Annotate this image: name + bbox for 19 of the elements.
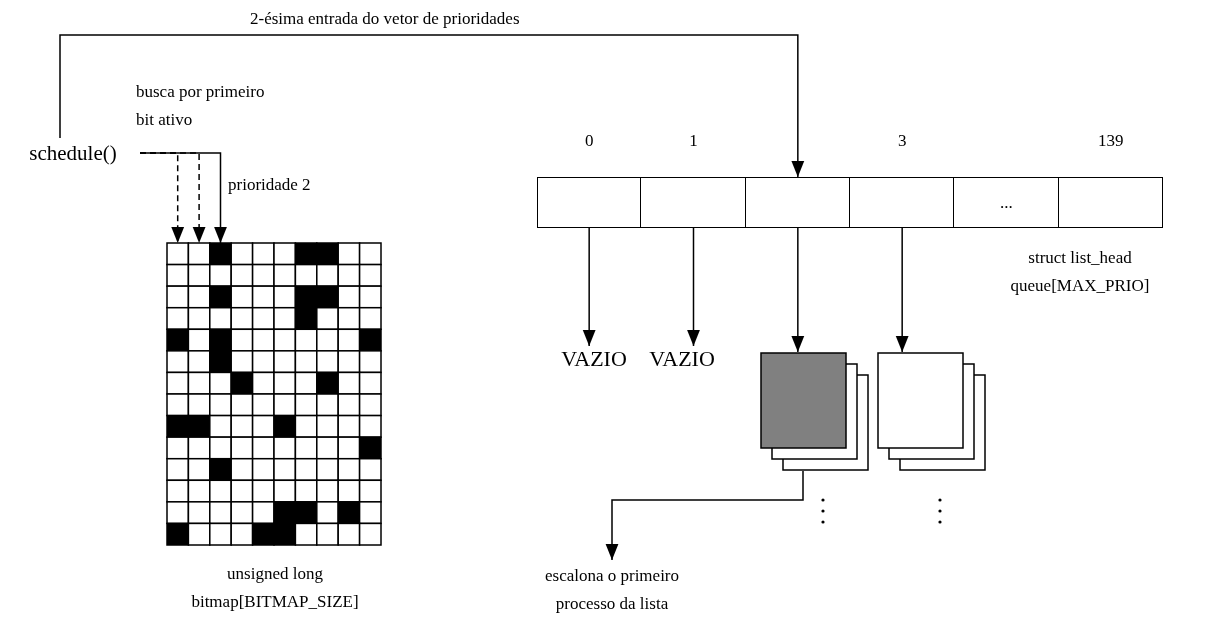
text-label: schedule()	[6, 138, 140, 168]
text-label: VAZIO	[550, 343, 638, 375]
arrow	[791, 227, 805, 353]
arrow	[139, 152, 227, 244]
text-label: escalona o primeiro processo da lista	[522, 560, 702, 620]
arrow	[687, 227, 700, 347]
index-label: 3	[896, 130, 908, 152]
ellipsis-text: ...	[999, 192, 1014, 214]
node-label: unsigned long bitmap[BITMAP_SIZE]	[190, 563, 360, 613]
arrow	[605, 470, 804, 561]
index-label: 0	[583, 130, 595, 152]
annotation-text: busca por primeiro bit ativo	[136, 81, 266, 131]
index-label: 139	[1097, 130, 1125, 152]
text-label: VAZIO	[638, 343, 726, 375]
node-label: struct list_head queue[MAX_PRIO]	[1009, 247, 1151, 297]
arrow	[59, 34, 805, 178]
arrow	[895, 227, 909, 353]
index-label: 1	[688, 130, 699, 152]
arrow	[582, 227, 596, 347]
